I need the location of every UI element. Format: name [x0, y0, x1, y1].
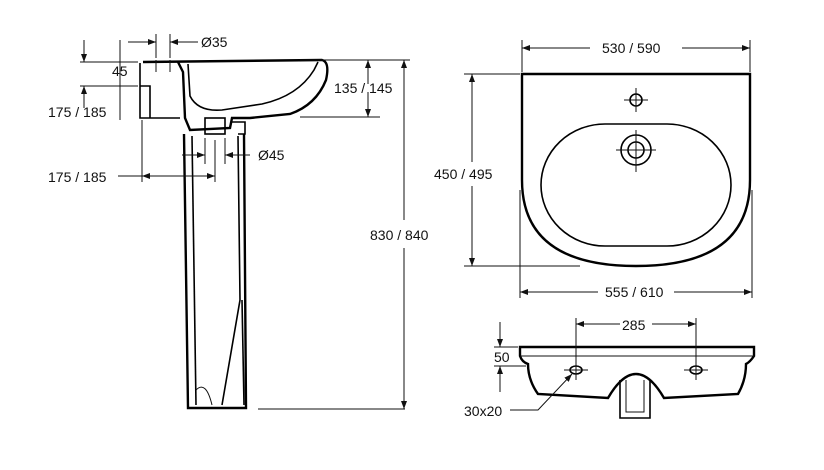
front-height-label: 50 — [494, 349, 510, 365]
waste-outlet — [204, 117, 226, 135]
inner-offset-label: 175 / 185 — [48, 104, 107, 120]
top-width-label: 530 / 590 — [602, 40, 661, 56]
top-view — [520, 72, 752, 268]
basin-rear-outline — [518, 345, 756, 400]
pedestal — [182, 133, 248, 410]
tap-deck — [139, 63, 180, 119]
fixing-slot-label: 30x20 — [464, 403, 502, 419]
tap-hole-dia-label: Ø35 — [201, 34, 228, 50]
top-dimensions — [464, 40, 753, 298]
basin-depth-label: 135 / 145 — [334, 80, 393, 96]
waste-dia-label: Ø45 — [258, 147, 285, 163]
bowl-oval — [540, 123, 732, 247]
total-height-label: 830 / 840 — [370, 227, 429, 243]
fixing-spacing-label: 285 — [622, 317, 646, 333]
projection-label: 450 / 495 — [434, 166, 493, 182]
basin-side-profile — [142, 58, 329, 132]
side-dimensions — [80, 34, 410, 409]
rear-dimensions — [494, 318, 697, 411]
basin-top-outline — [520, 72, 752, 268]
rim-height-label: 45 — [112, 63, 128, 79]
overall-width-label: 555 / 610 — [605, 284, 664, 300]
fixing-hole-right — [684, 360, 708, 380]
side-view — [139, 58, 405, 410]
basin-side-inner — [187, 61, 319, 112]
rear-view — [518, 345, 756, 419]
fixing-hole-left — [564, 360, 588, 380]
waste-stub — [619, 380, 651, 419]
tap-hole-symbol — [624, 88, 648, 112]
waste-hole-symbol — [616, 130, 656, 172]
outer-offset-label: 175 / 185 — [48, 169, 107, 185]
